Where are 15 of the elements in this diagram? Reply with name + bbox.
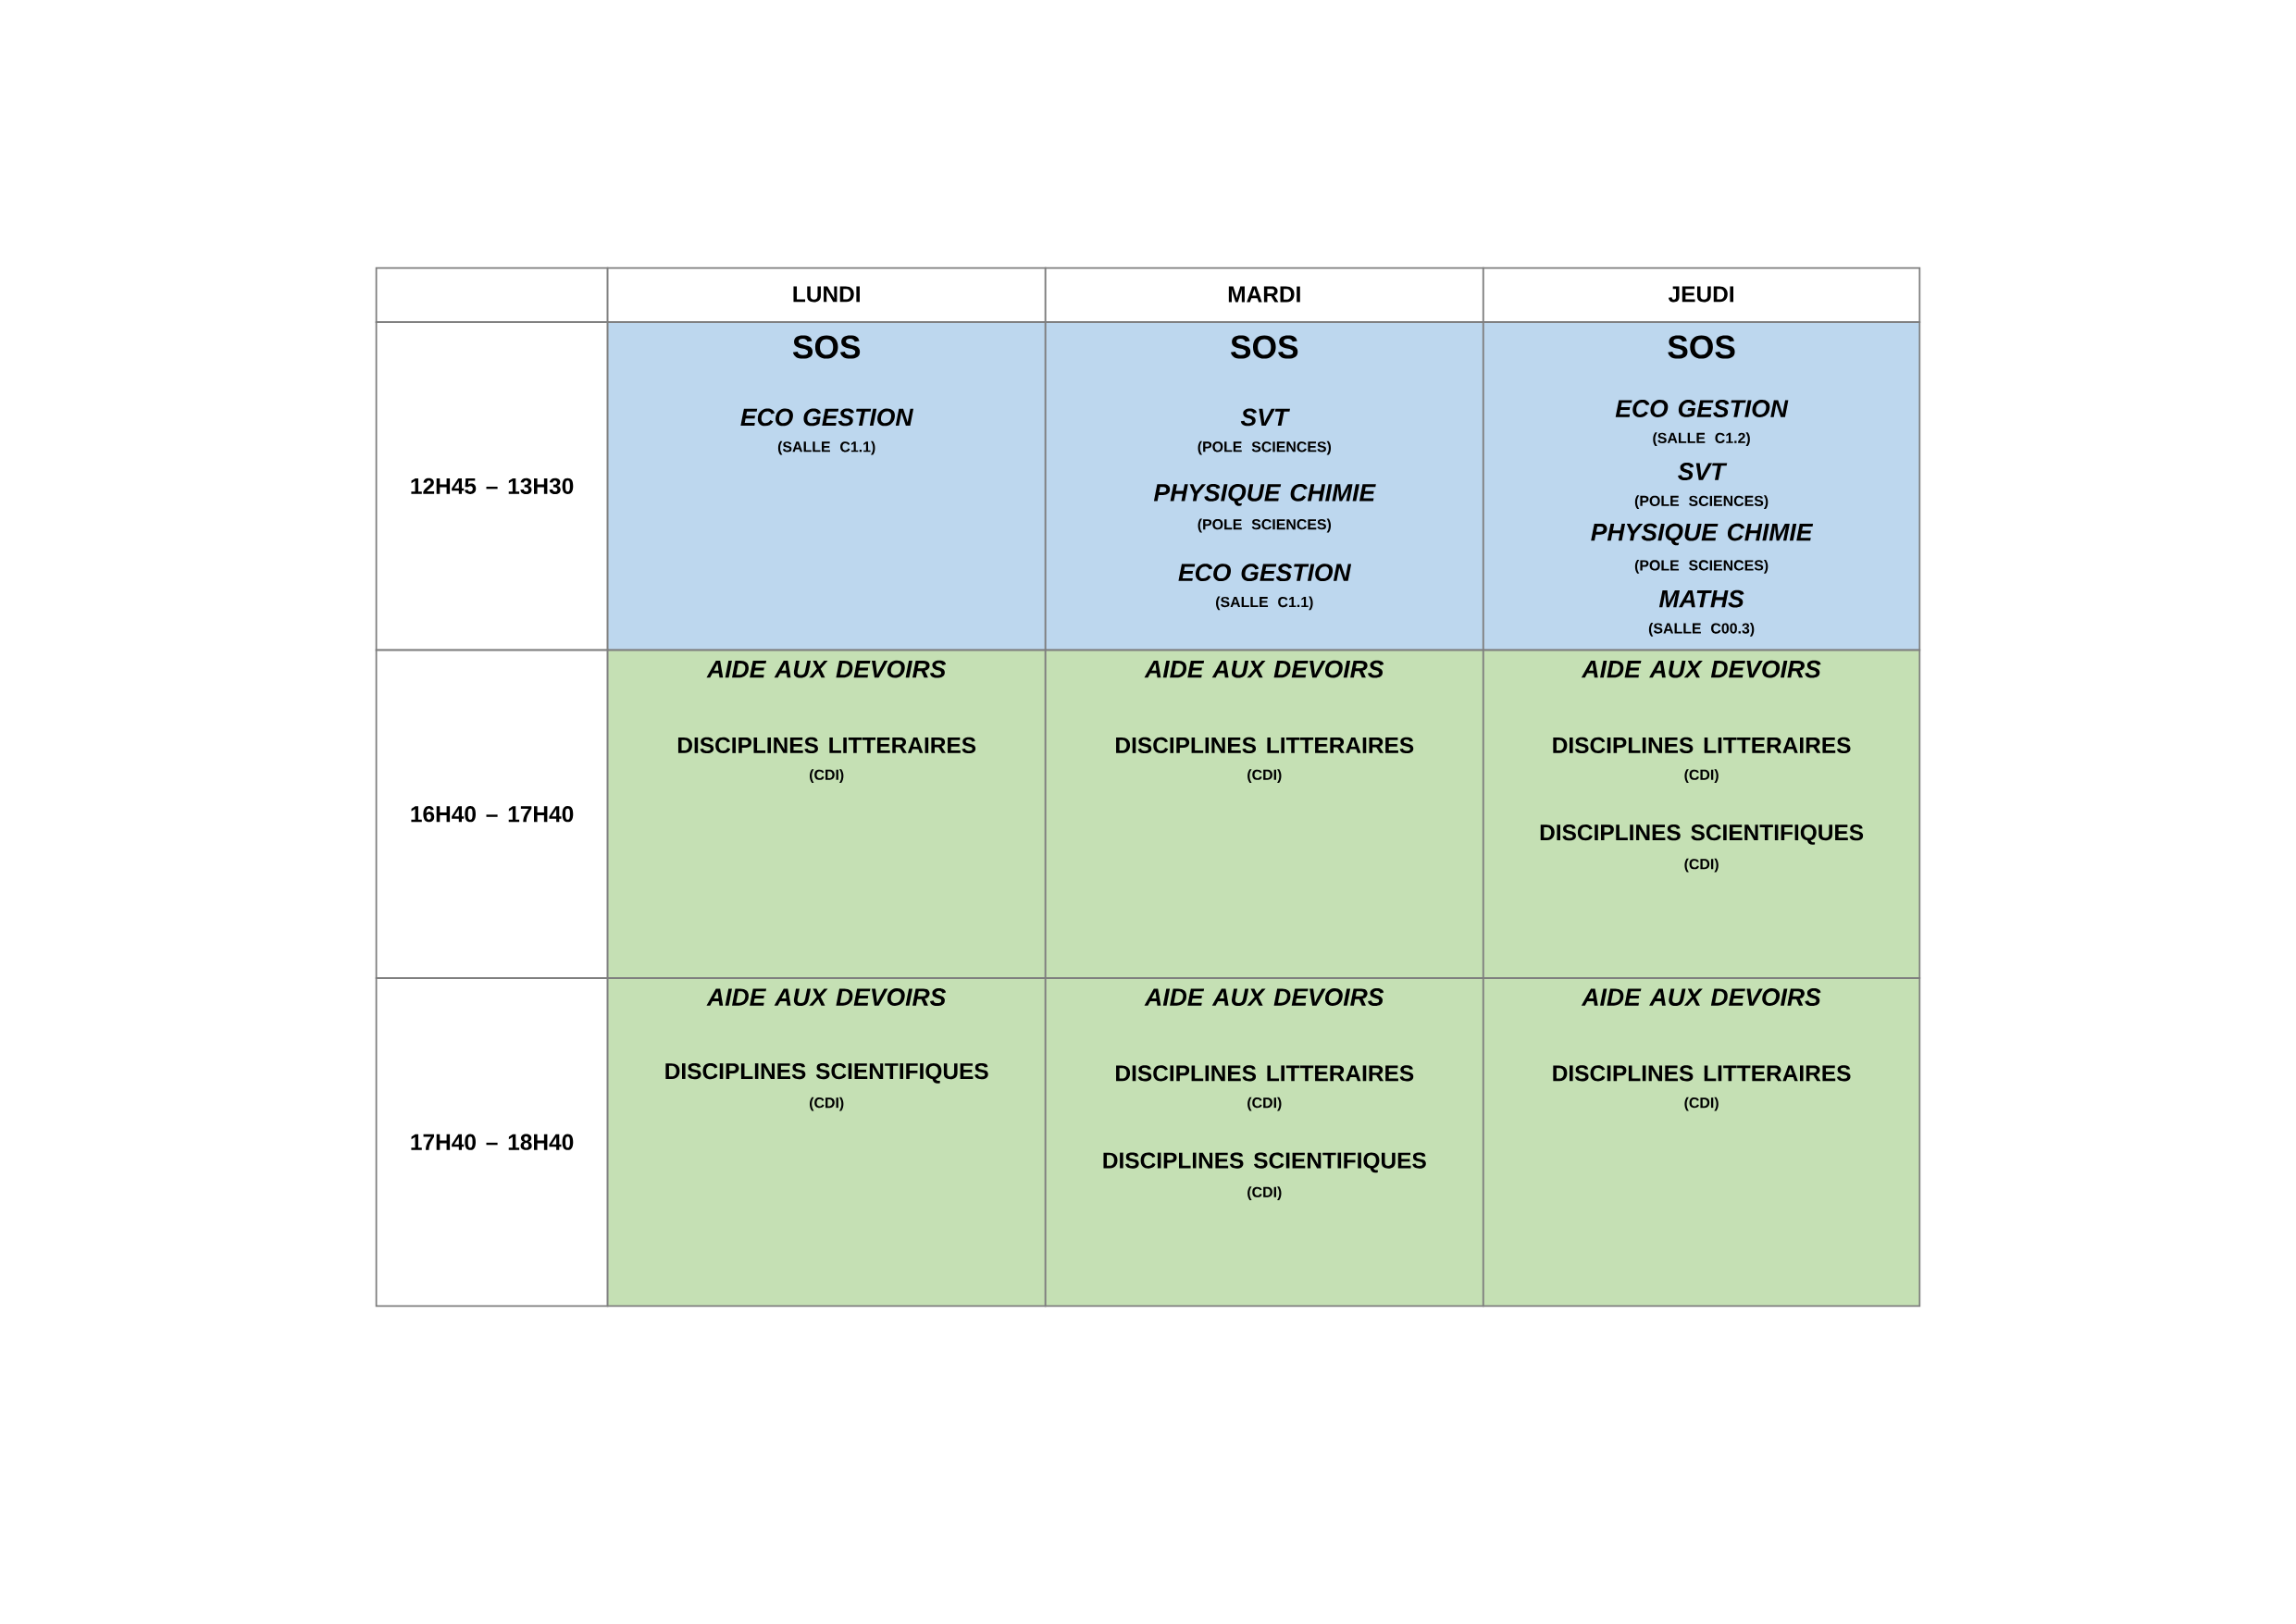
table-cell: AIDE AUX DEVOIRS DISCIPLINES LITTERAIRES (CDI) DISCIPLINES SCIENTIFIQUES (CDI): [1044, 977, 1484, 1308]
table-cell: AIDE AUX DEVOIRS DISCIPLINES LITTERAIRES (CDI): [606, 649, 1047, 979]
table-cell: SOS ECO GESTION (SALLE C1.2) SVT (POLE SCIENCES) PHYSIQUE CHIMIE (POLE SCIENCES) MATHS (SALLE C00.3): [1482, 321, 1921, 651]
table-cell: AIDE AUX DEVOIRS DISCIPLINES LITTERAIRES (CDI) DISCIPLINES SCIENTIFIQUES (CDI): [1482, 649, 1921, 979]
table-cell: MARDI: [1044, 267, 1484, 324]
table-cell: 17H40 – 18H40: [375, 977, 609, 1308]
table-cell: AIDE AUX DEVOIRS DISCIPLINES SCIENTIFIQUES (CDI): [606, 977, 1047, 1308]
table-cell: LUNDI: [606, 267, 1047, 324]
table-cell: [375, 267, 609, 324]
table-cell: SOS SVT (POLE SCIENCES) PHYSIQUE CHIMIE (POLE SCIENCES) ECO GESTION (SALLE C1.1): [1044, 321, 1484, 651]
table-cell: 16H40 – 17H40: [375, 649, 609, 979]
table-cell: AIDE AUX DEVOIRS DISCIPLINES LITTERAIRES (CDI): [1482, 977, 1921, 1308]
table-cell: SOS ECO GESTION (SALLE C1.1): [606, 321, 1047, 651]
table-cell: AIDE AUX DEVOIRS DISCIPLINES LITTERAIRES (CDI): [1044, 649, 1484, 979]
table-cell: JEUDI: [1482, 267, 1921, 324]
